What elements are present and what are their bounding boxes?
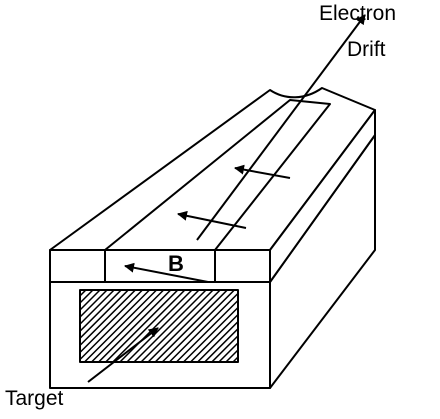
- b-field-arrow-3: [234, 164, 291, 179]
- right-rail-side: [269, 109, 376, 283]
- magnetic-field-label: B: [168, 251, 184, 276]
- target-pointer-arrow: [87, 327, 159, 383]
- electron-drift-label-line1: Electron: [319, 2, 396, 25]
- electron-drift-arrow: [196, 14, 366, 241]
- right-rail-front: [214, 249, 271, 283]
- b-field-arrow-1: [124, 262, 209, 283]
- left-rail-front: [49, 249, 106, 283]
- target-block: [79, 289, 239, 363]
- target-label: Target: [5, 387, 64, 410]
- b-field-arrow-2: [177, 210, 247, 229]
- electron-drift-label-line2: Drift: [347, 38, 386, 61]
